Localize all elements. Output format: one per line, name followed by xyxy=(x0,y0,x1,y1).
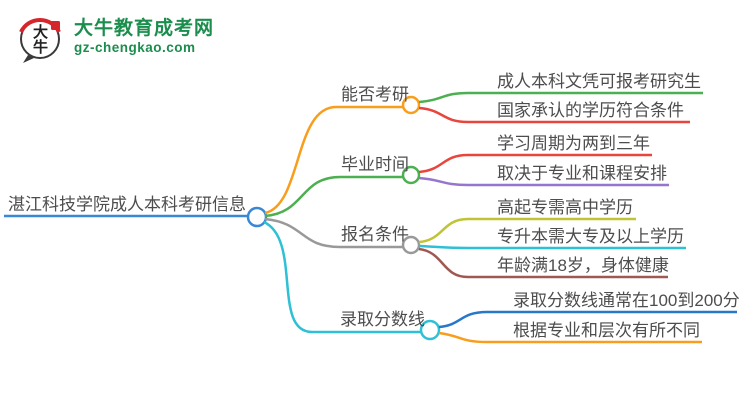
leaf-label: 录取分数线通常在100到200分 xyxy=(513,291,740,310)
leaf-label: 专升本需大专及以上学历 xyxy=(497,227,684,246)
branch-2-line xyxy=(264,175,403,218)
leaf-3-3-line xyxy=(418,247,668,279)
branch-label-admission-score: 录取分数线 xyxy=(340,310,425,329)
branch-label-graduation-time: 毕业时间 xyxy=(341,155,409,174)
branch-1-node-circle xyxy=(401,95,421,115)
site-logo-bull-icon: 大牛 xyxy=(16,10,66,64)
site-logo: 大牛 大牛教育成考网 gz-chengkao.com xyxy=(16,10,214,64)
leaf-3-1-line xyxy=(418,217,636,244)
branch-label-registration-conditions: 报名条件 xyxy=(341,225,409,244)
leaf-3-2-line xyxy=(418,244,686,250)
leaf-4-1-line xyxy=(438,310,737,329)
leaf-1-1-line xyxy=(418,91,703,104)
leaf-label: 成人本科文凭可报考研究生 xyxy=(497,72,701,91)
site-name: 大牛教育成考网 xyxy=(74,18,215,39)
leaf-label: 学习周期为两到三年 xyxy=(497,134,650,153)
logo-characters: 大牛 xyxy=(31,23,48,55)
branch-4-node-circle xyxy=(419,319,441,341)
leaf-1-2-line xyxy=(418,106,690,124)
root-topic-label: 湛江科技学院成人本科考研信息 xyxy=(8,195,246,214)
speech-bubble-tail xyxy=(23,55,34,63)
branch-4-line xyxy=(263,220,421,334)
red-seal xyxy=(51,21,60,30)
leaf-2-1-line xyxy=(418,153,652,174)
branch-3-node-circle xyxy=(401,235,421,255)
branch-1-line xyxy=(264,105,403,215)
leaf-label: 国家承认的学历符合条件 xyxy=(497,101,684,120)
leaf-4-2-line xyxy=(438,331,702,344)
branch-label-can-take-exam: 能否考研 xyxy=(341,85,409,104)
branch-3-line xyxy=(264,217,403,249)
branch-2-node-circle xyxy=(401,165,421,185)
leaf-label: 根据专业和层次有所不同 xyxy=(513,321,700,340)
leaf-label: 取决于专业和课程安排 xyxy=(497,164,667,183)
leaf-label: 年龄满18岁，身体健康 xyxy=(497,256,669,275)
leaf-2-2-line xyxy=(418,176,669,187)
site-domain: gz-chengkao.com xyxy=(74,40,196,55)
leaf-label: 高起专需高中学历 xyxy=(497,198,633,217)
